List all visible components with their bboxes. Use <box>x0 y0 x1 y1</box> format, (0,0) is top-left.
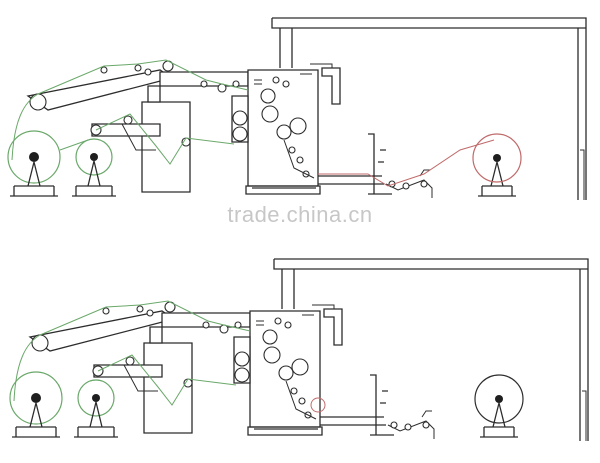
rewind-reel-bottom <box>474 374 524 424</box>
bottom-machine-view <box>9 258 589 442</box>
watermark-text: trade.china.cn <box>227 202 373 227</box>
rewind-reel-top <box>472 133 522 183</box>
top-machine-view <box>7 17 587 201</box>
